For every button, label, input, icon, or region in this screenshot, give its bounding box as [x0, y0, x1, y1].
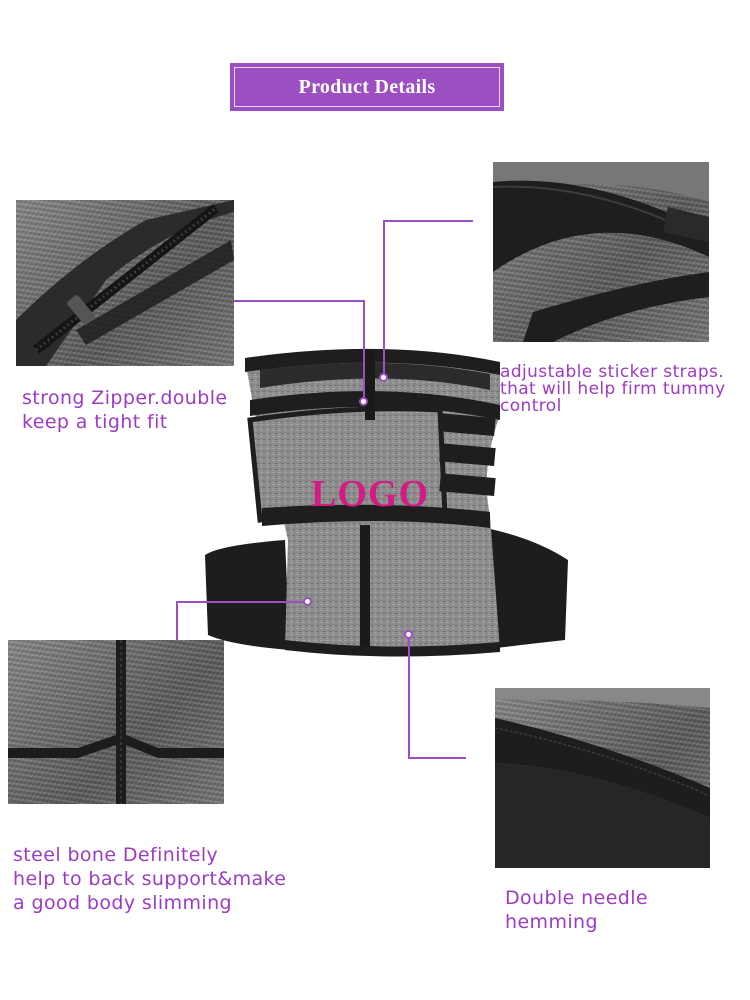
- zipper-callout-line-vertical: [363, 300, 365, 400]
- bone-callout-line: [176, 601, 306, 603]
- hemming-caption: Double needle hemming: [505, 887, 649, 933]
- zipper-detail-photo: [16, 200, 234, 366]
- hemming-callout-dot: [404, 630, 413, 639]
- hemming-detail-photo: [495, 688, 710, 868]
- hemming-callout-line: [408, 757, 466, 759]
- section-title: Product Details: [298, 75, 436, 98]
- zipper-caption: strong Zipper.double keep a tight fit: [22, 387, 228, 433]
- straps-detail-photo: [493, 162, 709, 342]
- logo-text: LOGO: [311, 473, 430, 515]
- bone-callout-line-vertical: [176, 601, 178, 641]
- steel-bone-detail-photo: [8, 640, 224, 804]
- section-header: Product Details: [230, 63, 504, 111]
- zipper-callout-dot: [359, 397, 368, 406]
- hemming-callout-line-vertical: [408, 637, 410, 758]
- bone-callout-dot: [303, 597, 312, 606]
- zipper-callout-line: [234, 300, 364, 302]
- straps-callout-dot: [379, 373, 388, 382]
- straps-callout-line-vertical: [383, 220, 385, 375]
- section-header-frame: Product Details: [234, 67, 500, 107]
- steel-bone-caption: steel bone Definitely help to back suppo…: [13, 844, 287, 914]
- straps-caption: adjustable sticker straps. that will hel…: [500, 362, 726, 416]
- waist-trainer-product: LOGO: [200, 340, 570, 660]
- straps-callout-line: [383, 220, 473, 222]
